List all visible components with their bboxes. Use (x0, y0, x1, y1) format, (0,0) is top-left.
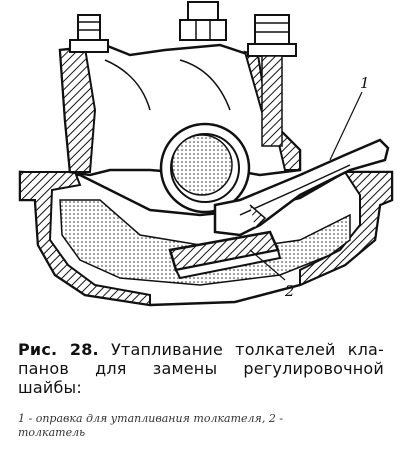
caption-line-1: Рис. 28. Утапливание толкателей кла- (18, 340, 384, 359)
bolt-center (179, 1, 227, 41)
tappet (168, 230, 282, 280)
tappet-press-tool (213, 138, 390, 237)
legend-line-2: толкатель (18, 426, 86, 439)
caption-text-1: Утапливание толкателей кла- (110, 340, 384, 359)
leader-line-1 (329, 91, 363, 161)
caption-line-3: шайбы: (18, 378, 82, 397)
valve-tappet-diagram: 1 2 (18, 1, 394, 307)
figure-label: Рис. 28. (18, 340, 99, 359)
bolt-left (69, 14, 109, 53)
camshaft (159, 122, 251, 214)
caption-line-2: панов для замены регулировочной (18, 359, 384, 378)
callout-1: 1 (360, 74, 370, 92)
legend-line-1: 1 - оправка для утапливания толкателя, 2… (18, 412, 284, 425)
leader-line-2 (249, 249, 286, 281)
figure-legend: 1 - оправка для утапливания толкателя, 2… (18, 412, 384, 440)
figure-caption: Рис. 28. Утапливание толкателей кла- пан… (18, 340, 384, 397)
cylinder-head (18, 170, 394, 307)
bolt-right (247, 14, 297, 147)
callout-2: 2 (284, 282, 295, 300)
